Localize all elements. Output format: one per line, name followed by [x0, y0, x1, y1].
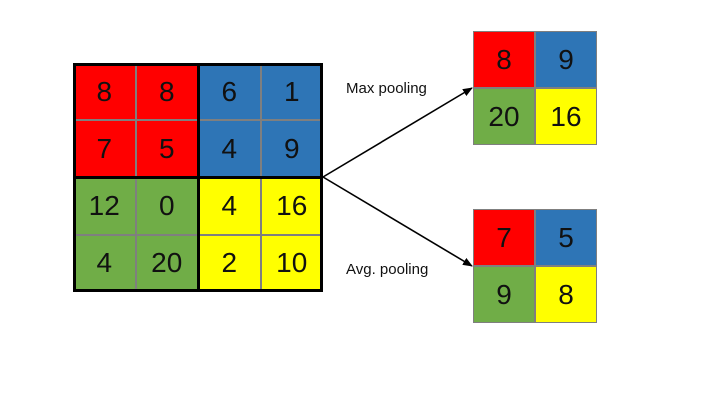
avg-pooling-arrow: [322, 176, 473, 267]
matrix-cell: 4: [198, 120, 261, 178]
quadrant-divider-horizontal: [73, 176, 323, 179]
matrix-cell: 8: [135, 63, 198, 121]
matrix-cell: 6: [198, 63, 261, 121]
matrix-cell: 8: [73, 63, 136, 121]
matrix-cell: 0: [135, 177, 198, 235]
matrix-cell: 20: [473, 88, 535, 145]
matrix-cell: 7: [473, 209, 535, 266]
avg-pooling-label: Avg. pooling: [346, 261, 429, 278]
matrix-cell: 16: [260, 177, 323, 235]
matrix-cell: 8: [535, 266, 597, 323]
matrix-cell: 8: [473, 31, 535, 88]
matrix-cell: 9: [473, 266, 535, 323]
matrix-cell: 4: [198, 177, 261, 235]
matrix-cell: 5: [535, 209, 597, 266]
max-pooling-label: Max pooling: [346, 80, 427, 97]
matrix-cell: 9: [260, 120, 323, 178]
max-pooling-arrow: [322, 87, 473, 178]
matrix-cell: 4: [73, 234, 136, 292]
matrix-cell: 16: [535, 88, 597, 145]
matrix-cell: 9: [535, 31, 597, 88]
matrix-cell: 10: [260, 234, 323, 292]
matrix-cell: 7: [73, 120, 136, 178]
